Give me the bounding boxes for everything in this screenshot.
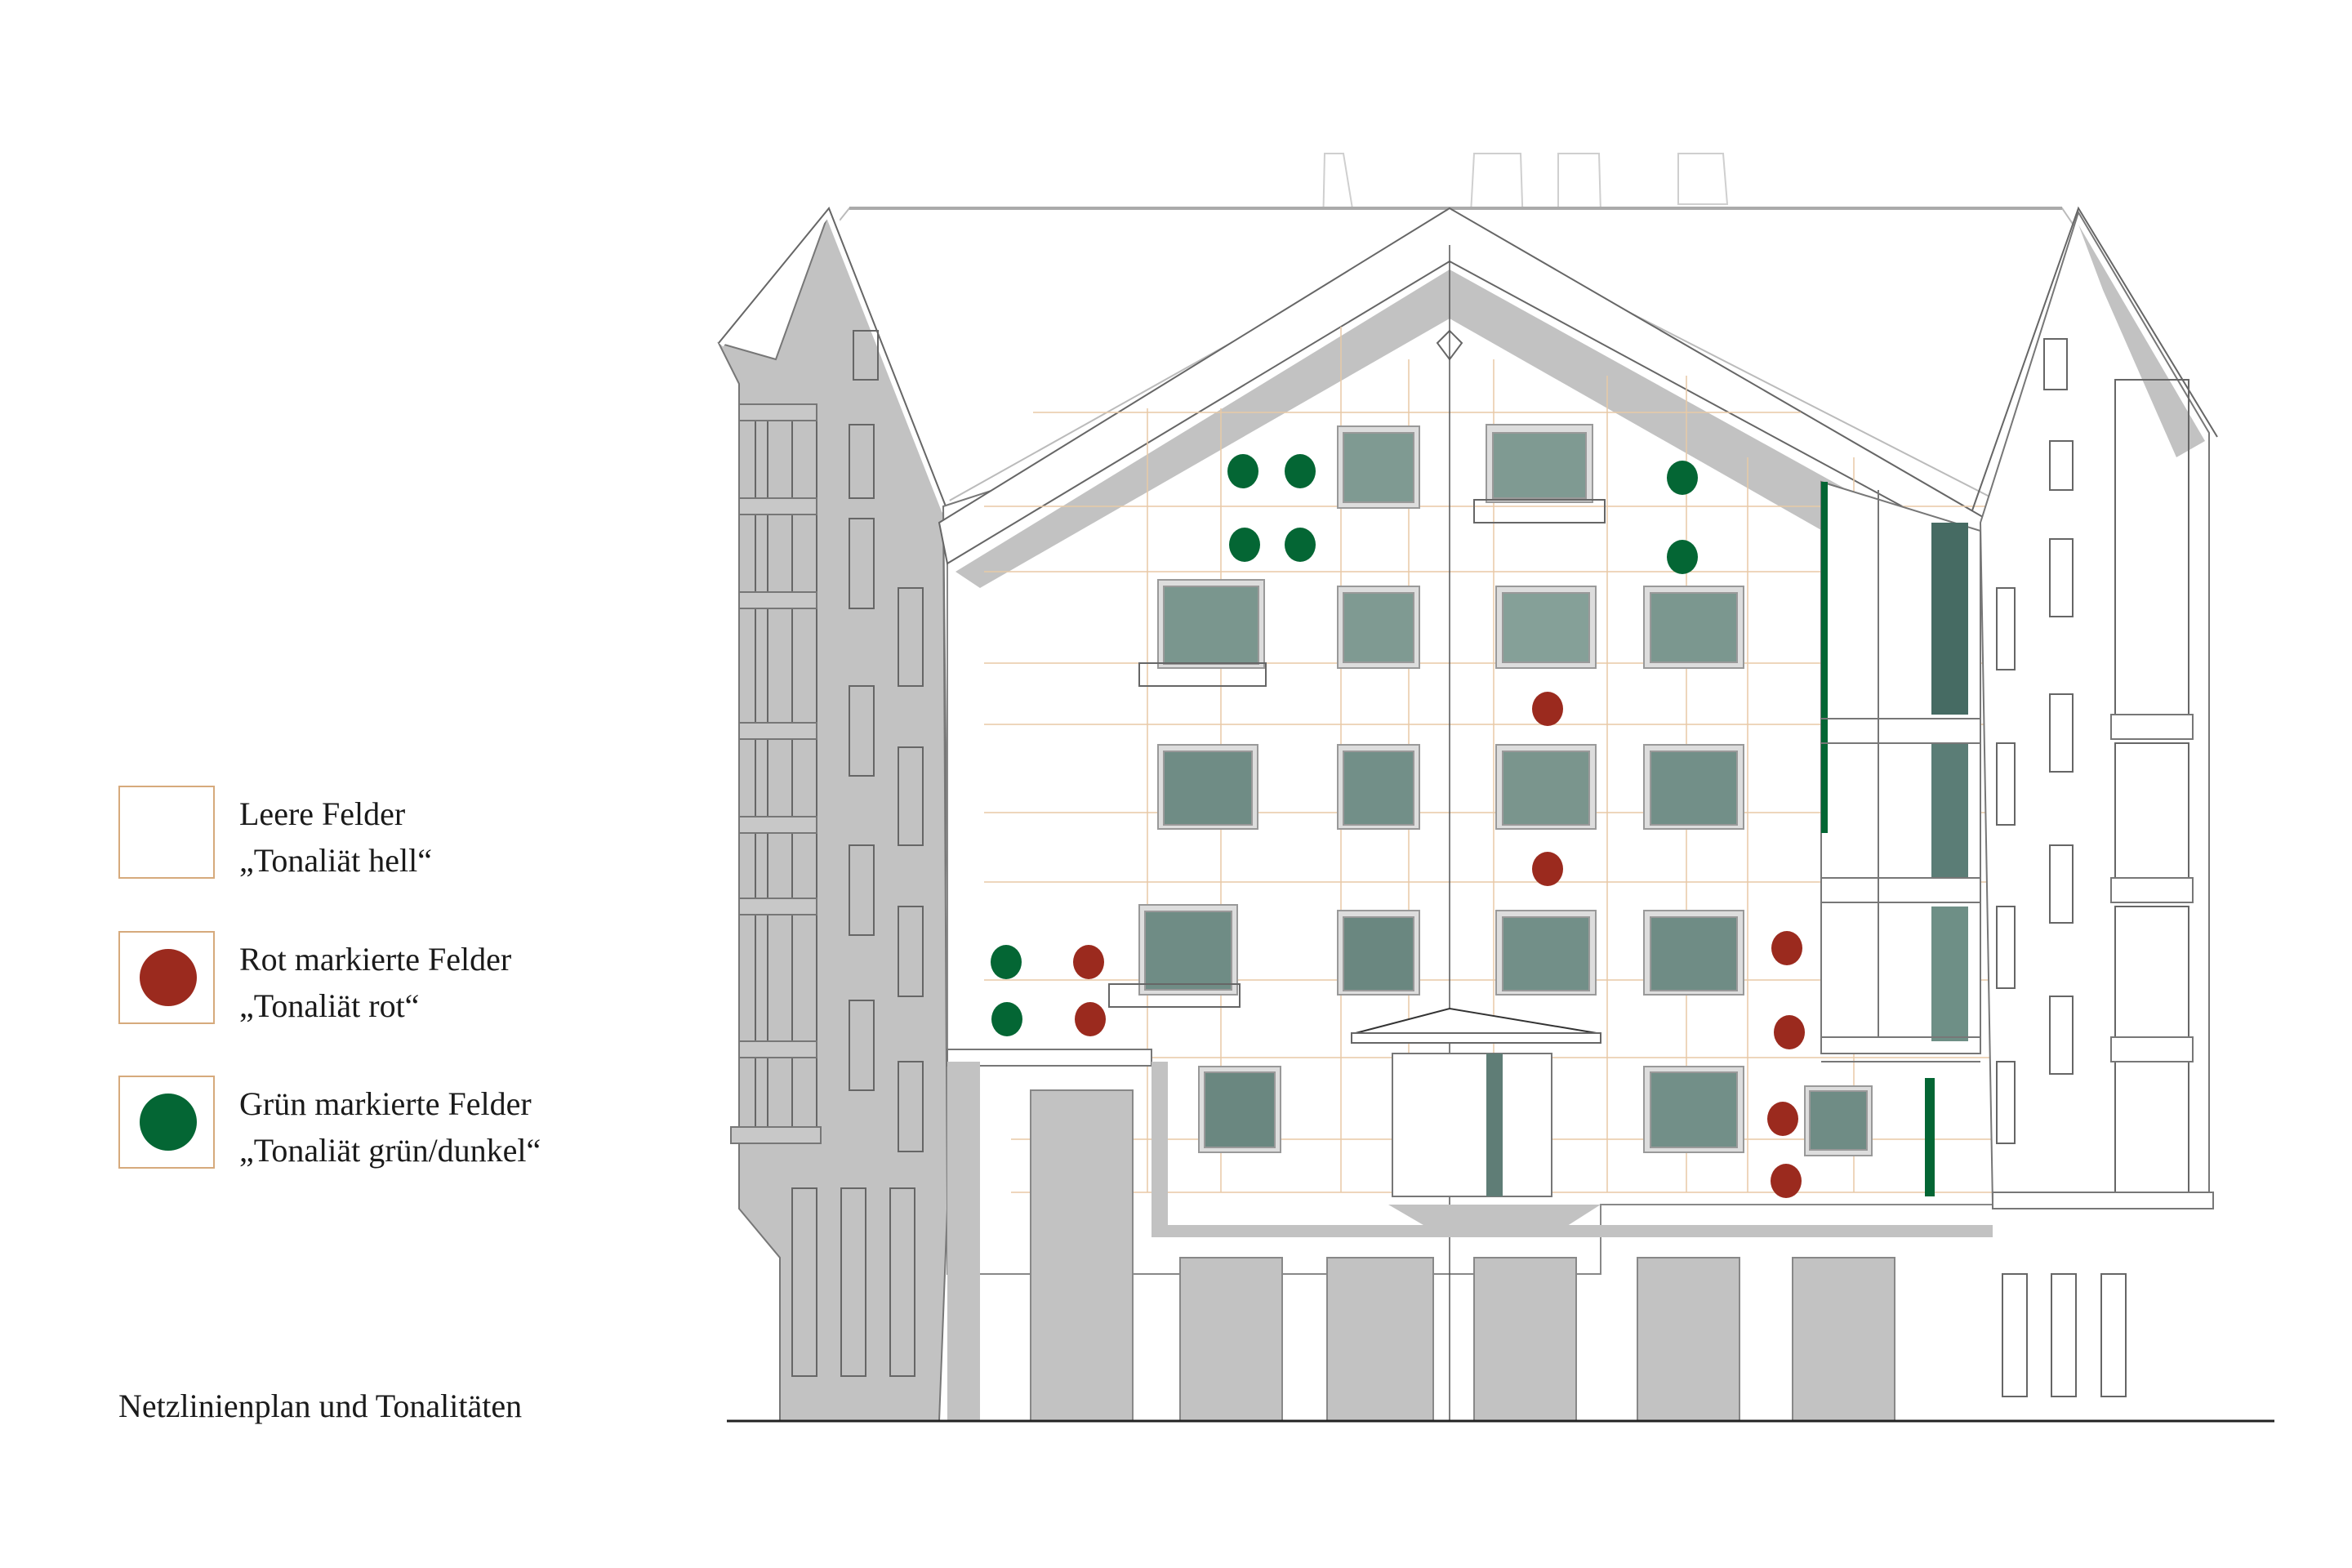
central-facade xyxy=(938,207,1993,1421)
legend-item-red: Rot markierte Felder „Tonaliät rot“ xyxy=(118,931,772,1029)
green-marker-dot xyxy=(991,945,1022,979)
red-dot-icon xyxy=(140,949,197,1006)
glass-panel xyxy=(1931,523,1968,715)
right-wing xyxy=(1971,206,2218,1397)
windows xyxy=(1108,424,1873,1156)
legend-subtitle: „Tonaliät rot“ xyxy=(239,987,420,1024)
red-field-swatch xyxy=(118,931,215,1024)
green-marker-dot xyxy=(991,1002,1022,1036)
tonality-markers xyxy=(991,454,1805,1198)
balconettes xyxy=(1108,499,1606,1008)
green-marker-dot xyxy=(1667,461,1698,495)
drawing-caption: Netzlinienplan und Tonalitäten xyxy=(118,1388,523,1424)
legend-subtitle: „Tonaliät grün/dunkel“ xyxy=(239,1132,541,1169)
red-marker-dot xyxy=(1075,1002,1106,1036)
green-strip xyxy=(1925,1078,1935,1196)
red-marker-dot xyxy=(1771,1164,1802,1198)
red-marker-dot xyxy=(1532,692,1563,726)
empty-field-swatch xyxy=(118,786,215,879)
green-marker-dot xyxy=(1667,540,1698,574)
left-wing xyxy=(714,197,953,1422)
green-marker-dot xyxy=(1285,454,1316,488)
red-marker-dot xyxy=(1073,945,1104,979)
ground-floor xyxy=(947,1049,1993,1422)
right-bay xyxy=(1820,480,1981,1196)
legend-title: Rot markierte Felder xyxy=(239,941,512,978)
legend-item-empty: Leere Felder „Tonaliät hell“ xyxy=(118,786,772,884)
legend-title: Leere Felder xyxy=(239,795,406,832)
green-marker-dot xyxy=(1227,454,1258,488)
legend-title: Grün markierte Felder xyxy=(239,1085,532,1122)
red-marker-dot xyxy=(1767,1102,1798,1136)
red-marker-dot xyxy=(1532,852,1563,886)
red-marker-dot xyxy=(1774,1015,1805,1049)
red-marker-dot xyxy=(1771,931,1802,965)
legend-item-green: Grün markierte Felder „Tonaliät grün/dun… xyxy=(118,1076,772,1174)
green-strip xyxy=(1821,482,1828,833)
green-field-swatch xyxy=(118,1076,215,1169)
green-marker-dot xyxy=(1229,528,1260,562)
green-marker-dot xyxy=(1285,528,1316,562)
legend-subtitle: „Tonaliät hell“ xyxy=(239,842,432,879)
green-dot-icon xyxy=(140,1094,197,1151)
glass-panel xyxy=(1931,906,1968,1041)
glass-panel xyxy=(1931,743,1968,878)
